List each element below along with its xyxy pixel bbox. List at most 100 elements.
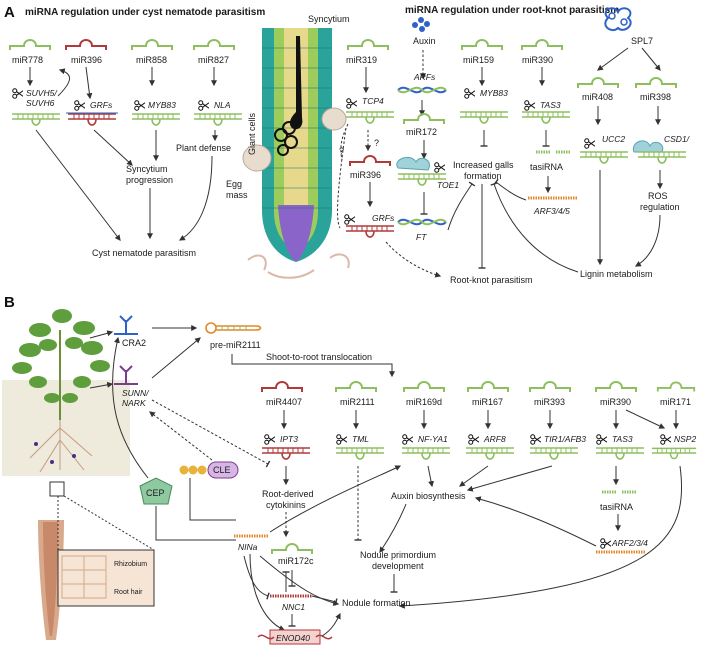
panel-a-label: A xyxy=(4,4,15,21)
mir159-hairpin xyxy=(461,39,503,51)
target-grfs: GRFs xyxy=(90,100,113,110)
tas3-scissors xyxy=(524,100,535,111)
enod40-dna xyxy=(257,629,333,645)
plant-illustration xyxy=(2,309,130,640)
cep-label: CEP xyxy=(146,488,165,498)
target-grfs-b: GRFs xyxy=(372,213,395,223)
target-ucc2: UCC2 xyxy=(602,134,625,144)
plant-defense: Plant defense xyxy=(176,143,231,153)
mir4407-hairpin xyxy=(261,381,303,393)
rk-result: Root-knot parasitism xyxy=(450,275,533,285)
ros-1: ROS xyxy=(648,191,668,201)
target-arf8: ARF8 xyxy=(483,434,506,444)
mir2111-hairpin xyxy=(335,381,377,393)
mir398-hairpin xyxy=(635,77,677,89)
question-2: ? xyxy=(339,146,344,156)
mirna-319: miR319 xyxy=(346,55,377,65)
target-suvh6: SUVH6 xyxy=(26,98,55,108)
rhizobium-label: Rhizobium xyxy=(114,561,147,568)
tasirna-b: tasiRNA xyxy=(600,502,633,512)
sunn-receptor xyxy=(114,365,138,385)
giant-cells-label: Giant cells xyxy=(247,112,257,155)
auxin-biosynthesis: Auxin biosynthesis xyxy=(391,491,466,501)
target-csd1: CSD1/ xyxy=(664,134,691,144)
mirna-393: miR393 xyxy=(534,397,565,407)
target-myb83b: MYB83 xyxy=(480,88,508,98)
target-tml: TML xyxy=(352,434,369,444)
pre-mir2111-hairpin xyxy=(205,322,262,334)
syncytium-progression-2: progression xyxy=(126,175,173,185)
cyst-mirnas xyxy=(9,39,235,51)
tasirna-a: tasiRNA xyxy=(530,162,563,172)
galls-1: Increased galls xyxy=(453,160,514,170)
mir390-hairpin xyxy=(521,39,563,51)
mirna-167: miR167 xyxy=(472,397,503,407)
target-nfya1: NF-YA1 xyxy=(418,434,448,444)
target-myb83: MYB83 xyxy=(148,100,176,110)
auxin-dots xyxy=(412,17,430,32)
tcp4-scissors xyxy=(346,98,357,109)
mir172-hairpin xyxy=(403,113,445,125)
primordium-1: Nodule primordium xyxy=(360,550,436,560)
ucc2-target xyxy=(579,151,629,164)
target-ft: FT xyxy=(416,232,427,242)
sunn-label-2: NARK xyxy=(122,398,146,408)
mir319-hairpin xyxy=(347,39,389,51)
mirna-396: miR396 xyxy=(71,55,102,65)
target-tas3: TAS3 xyxy=(540,100,561,110)
mirna-159: miR159 xyxy=(463,55,494,65)
mirna-390: miR390 xyxy=(522,55,553,65)
mirna-4407: miR4407 xyxy=(266,397,302,407)
target-tcp4: TCP4 xyxy=(362,96,384,106)
mirna-408: miR408 xyxy=(582,92,613,102)
toe1-scissors xyxy=(434,162,445,173)
mir169d-hairpin xyxy=(403,381,445,393)
cle-peptide xyxy=(179,461,239,479)
mir172c-hairpin xyxy=(271,543,313,555)
myb83b-target xyxy=(459,111,509,124)
csd1-target xyxy=(637,151,687,164)
myb83b-scissors xyxy=(464,88,475,99)
cra2-label: CRA2 xyxy=(122,338,146,348)
mirna-172c: miR172c xyxy=(278,556,314,566)
spl7-label: SPL7 xyxy=(631,36,653,46)
panel-a-right-title: miRNA regulation under root-knot parasit… xyxy=(405,5,619,16)
target-arfs: ARFs xyxy=(413,72,436,82)
mir408-hairpin xyxy=(577,77,619,89)
mirna-172: miR172 xyxy=(406,127,437,137)
lignin-label: Lignin metabolism xyxy=(580,269,653,279)
mirna-169d: miR169d xyxy=(406,397,442,407)
mirna-2111: miR2111 xyxy=(340,397,375,407)
tcp4-target xyxy=(345,111,395,124)
cytokinins-1: Root-derived xyxy=(262,489,314,499)
arf234-scissors xyxy=(600,538,611,549)
cyst-result: Cyst nematode parasitism xyxy=(92,248,196,258)
mirna-to-target-arrows xyxy=(281,409,679,430)
mirna-398: miR398 xyxy=(640,92,671,102)
cyst-targets xyxy=(11,88,243,126)
question-1: ? xyxy=(374,138,379,148)
mirna-858: miR858 xyxy=(136,55,167,65)
nin-label: NINa xyxy=(238,542,258,552)
mir396b-hairpin xyxy=(349,155,391,167)
grfs-b-scissors xyxy=(344,214,355,225)
mirna-396b: miR396 xyxy=(350,170,381,180)
enod40-label: ENOD40 xyxy=(276,633,310,643)
mirna-778: miR778 xyxy=(12,55,43,65)
cep-shape xyxy=(139,477,173,505)
target-toe1: TOE1 xyxy=(437,180,459,190)
nodule-formation: Nodule formation xyxy=(342,598,411,608)
mirna-827: miR827 xyxy=(198,55,229,65)
target-suvh5: SUVH5/ xyxy=(26,88,58,98)
target-nsp2: NSP2 xyxy=(674,434,696,444)
cra2-receptor xyxy=(114,315,138,335)
root-hair-label: Root hair xyxy=(114,589,143,596)
tas3-target xyxy=(521,111,571,124)
target-ipt3: IPT3 xyxy=(280,434,298,444)
cytokinins-2: cytokinins xyxy=(266,500,306,510)
panel-b-label: B xyxy=(4,294,15,311)
auxin-label: Auxin xyxy=(413,36,436,46)
target-arf234: ARF2/3/4 xyxy=(611,538,648,548)
pre-mir2111-label: pre-miR2111 xyxy=(210,340,261,350)
